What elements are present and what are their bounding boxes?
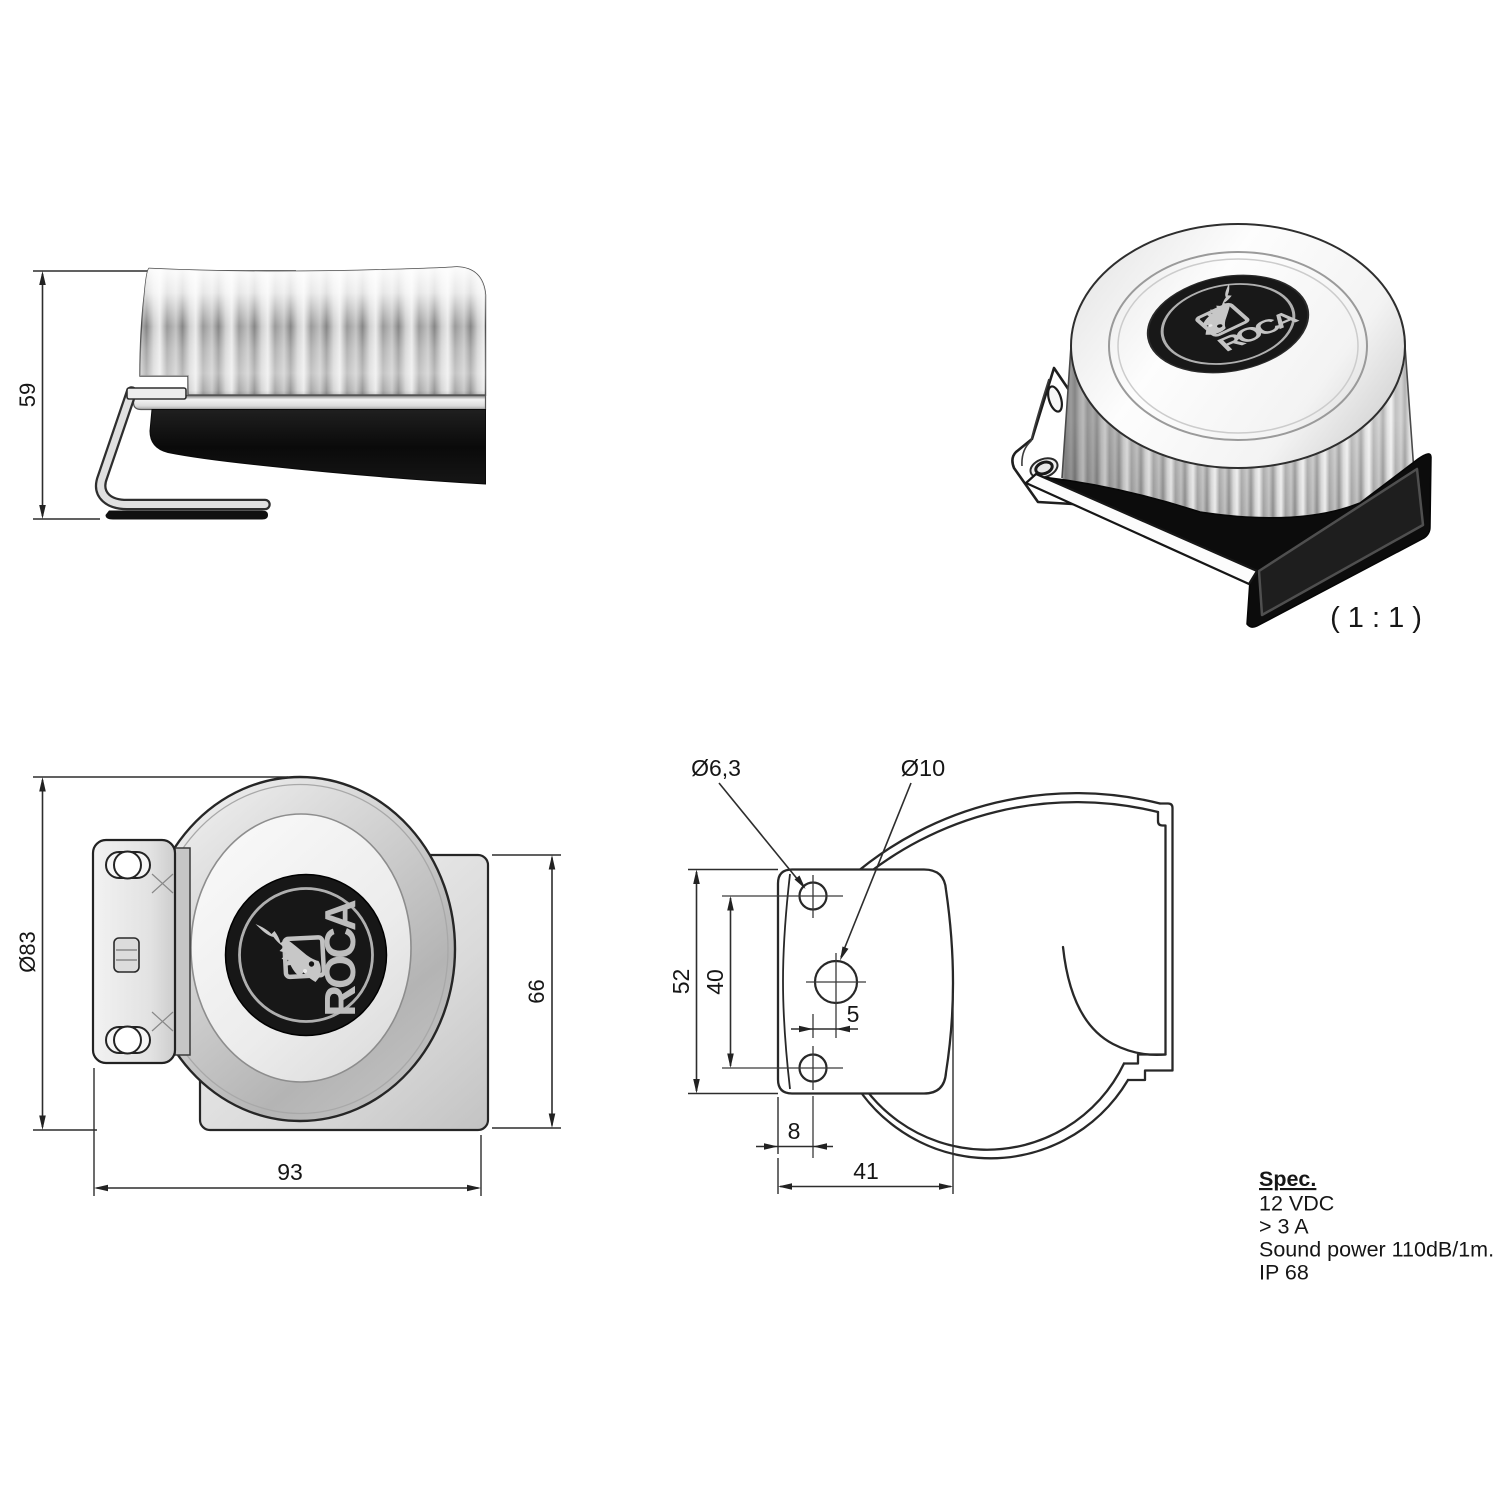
svg-text:Ø6,3: Ø6,3 — [691, 755, 741, 781]
svg-text:40: 40 — [702, 969, 728, 995]
svg-text:52: 52 — [668, 969, 694, 995]
svg-text:41: 41 — [853, 1158, 879, 1184]
svg-text:8: 8 — [788, 1118, 801, 1144]
svg-text:59: 59 — [15, 383, 40, 407]
svg-text:Ø10: Ø10 — [901, 755, 945, 781]
svg-text:66: 66 — [524, 979, 549, 1003]
svg-text:5: 5 — [847, 1001, 860, 1027]
svg-text:93: 93 — [277, 1159, 303, 1185]
svg-text:( 1 : 1 ): ( 1 : 1 ) — [1330, 602, 1422, 634]
svg-text:IP 68: IP 68 — [1259, 1261, 1309, 1285]
svg-text:Ø83: Ø83 — [15, 931, 40, 973]
svg-text:Spec.: Spec. — [1259, 1167, 1316, 1191]
svg-text:12 VDC: 12 VDC — [1259, 1192, 1334, 1216]
svg-text:> 3 A: > 3 A — [1259, 1215, 1309, 1239]
svg-text:Sound power 110dB/1m.: Sound power 110dB/1m. — [1259, 1238, 1494, 1262]
svg-text:ROCA: ROCA — [316, 900, 365, 1017]
